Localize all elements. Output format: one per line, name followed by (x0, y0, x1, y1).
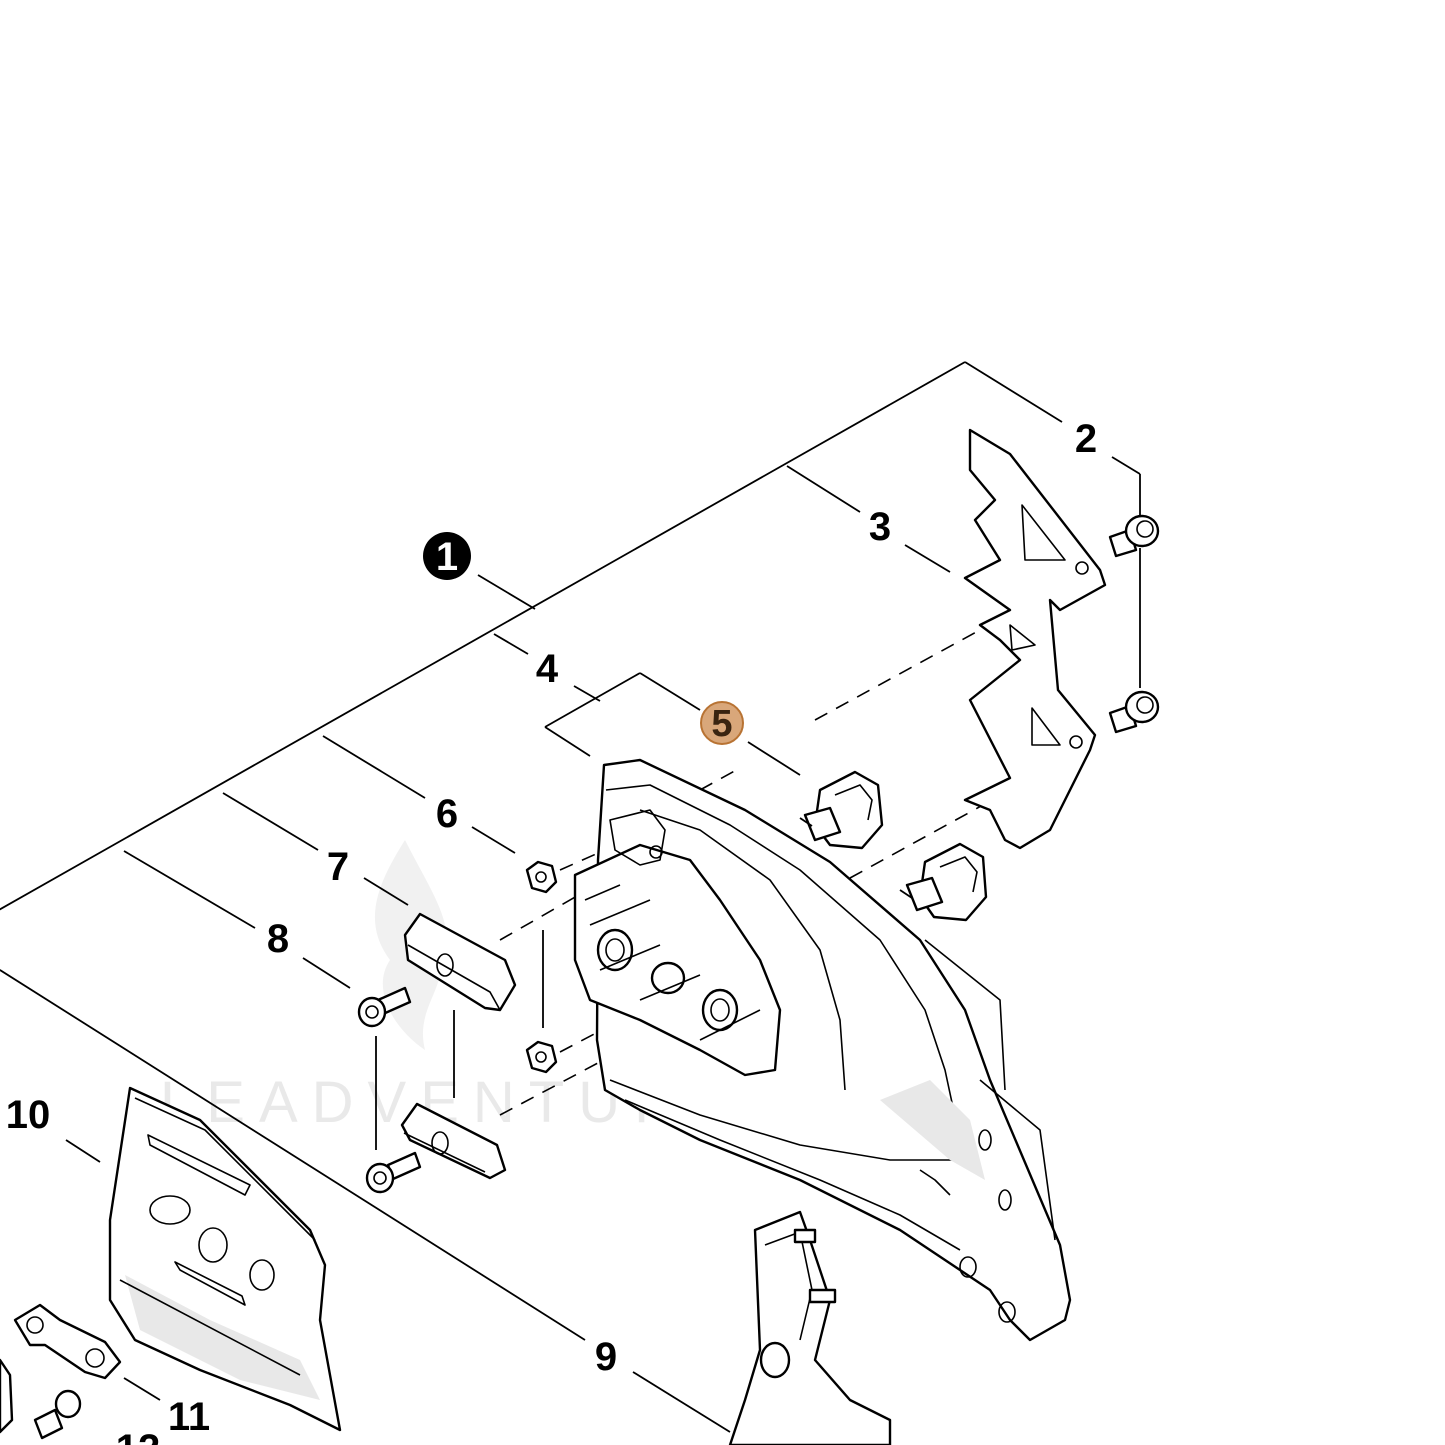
part-9-bar-mount (728, 1210, 892, 1445)
callout-1-label: 1 (436, 535, 458, 579)
screw-lower (1108, 690, 1160, 734)
part-5-collar-nuts (799, 770, 988, 922)
part-2-screws (1108, 514, 1160, 734)
part-7-slides (400, 912, 517, 1180)
part-6-hex-nuts (525, 860, 558, 1074)
callout-5: 5 (700, 701, 744, 745)
part-3-bumper-spike (963, 428, 1107, 850)
left-edge-fragment (0, 1358, 14, 1434)
callout-1-badge (423, 532, 471, 580)
callout-8-label: 8 (267, 917, 289, 961)
part-12-screw (33, 1389, 82, 1440)
collar-nut-lower (899, 842, 988, 922)
slide-upper (403, 912, 517, 1012)
torx-screw-lower (365, 1151, 422, 1194)
leader-lines (0, 361, 1141, 1433)
callout-5-highlight-badge (700, 701, 744, 745)
callout-2-label: 2 (1075, 417, 1097, 461)
part-4-inner-frame (573, 809, 782, 1077)
callout-1: 1 (423, 532, 471, 580)
hex-nut-upper (525, 860, 558, 894)
slide-lower (400, 1102, 507, 1180)
part-11-link (13, 1303, 122, 1380)
part-4-sprocket-cover (595, 758, 1072, 1342)
collar-nut-upper (799, 770, 884, 850)
callout-5-label: 5 (711, 703, 732, 745)
torx-screw-upper (357, 986, 412, 1028)
callout-12-label: 12 (116, 1427, 161, 1445)
callout-10-label: 10 (6, 1093, 51, 1137)
callout-4-label: 4 (536, 647, 559, 691)
callout-11-label: 11 (168, 1395, 210, 1439)
part-8-screws (357, 986, 422, 1194)
screw-upper (1108, 514, 1160, 558)
callout-9-label: 9 (595, 1335, 617, 1379)
callout-7-label: 7 (327, 845, 349, 889)
hex-nut-lower (525, 1040, 558, 1074)
callout-3-label: 3 (869, 505, 891, 549)
part-10-guide-plate (108, 1086, 342, 1432)
callout-6-label: 6 (436, 792, 458, 836)
